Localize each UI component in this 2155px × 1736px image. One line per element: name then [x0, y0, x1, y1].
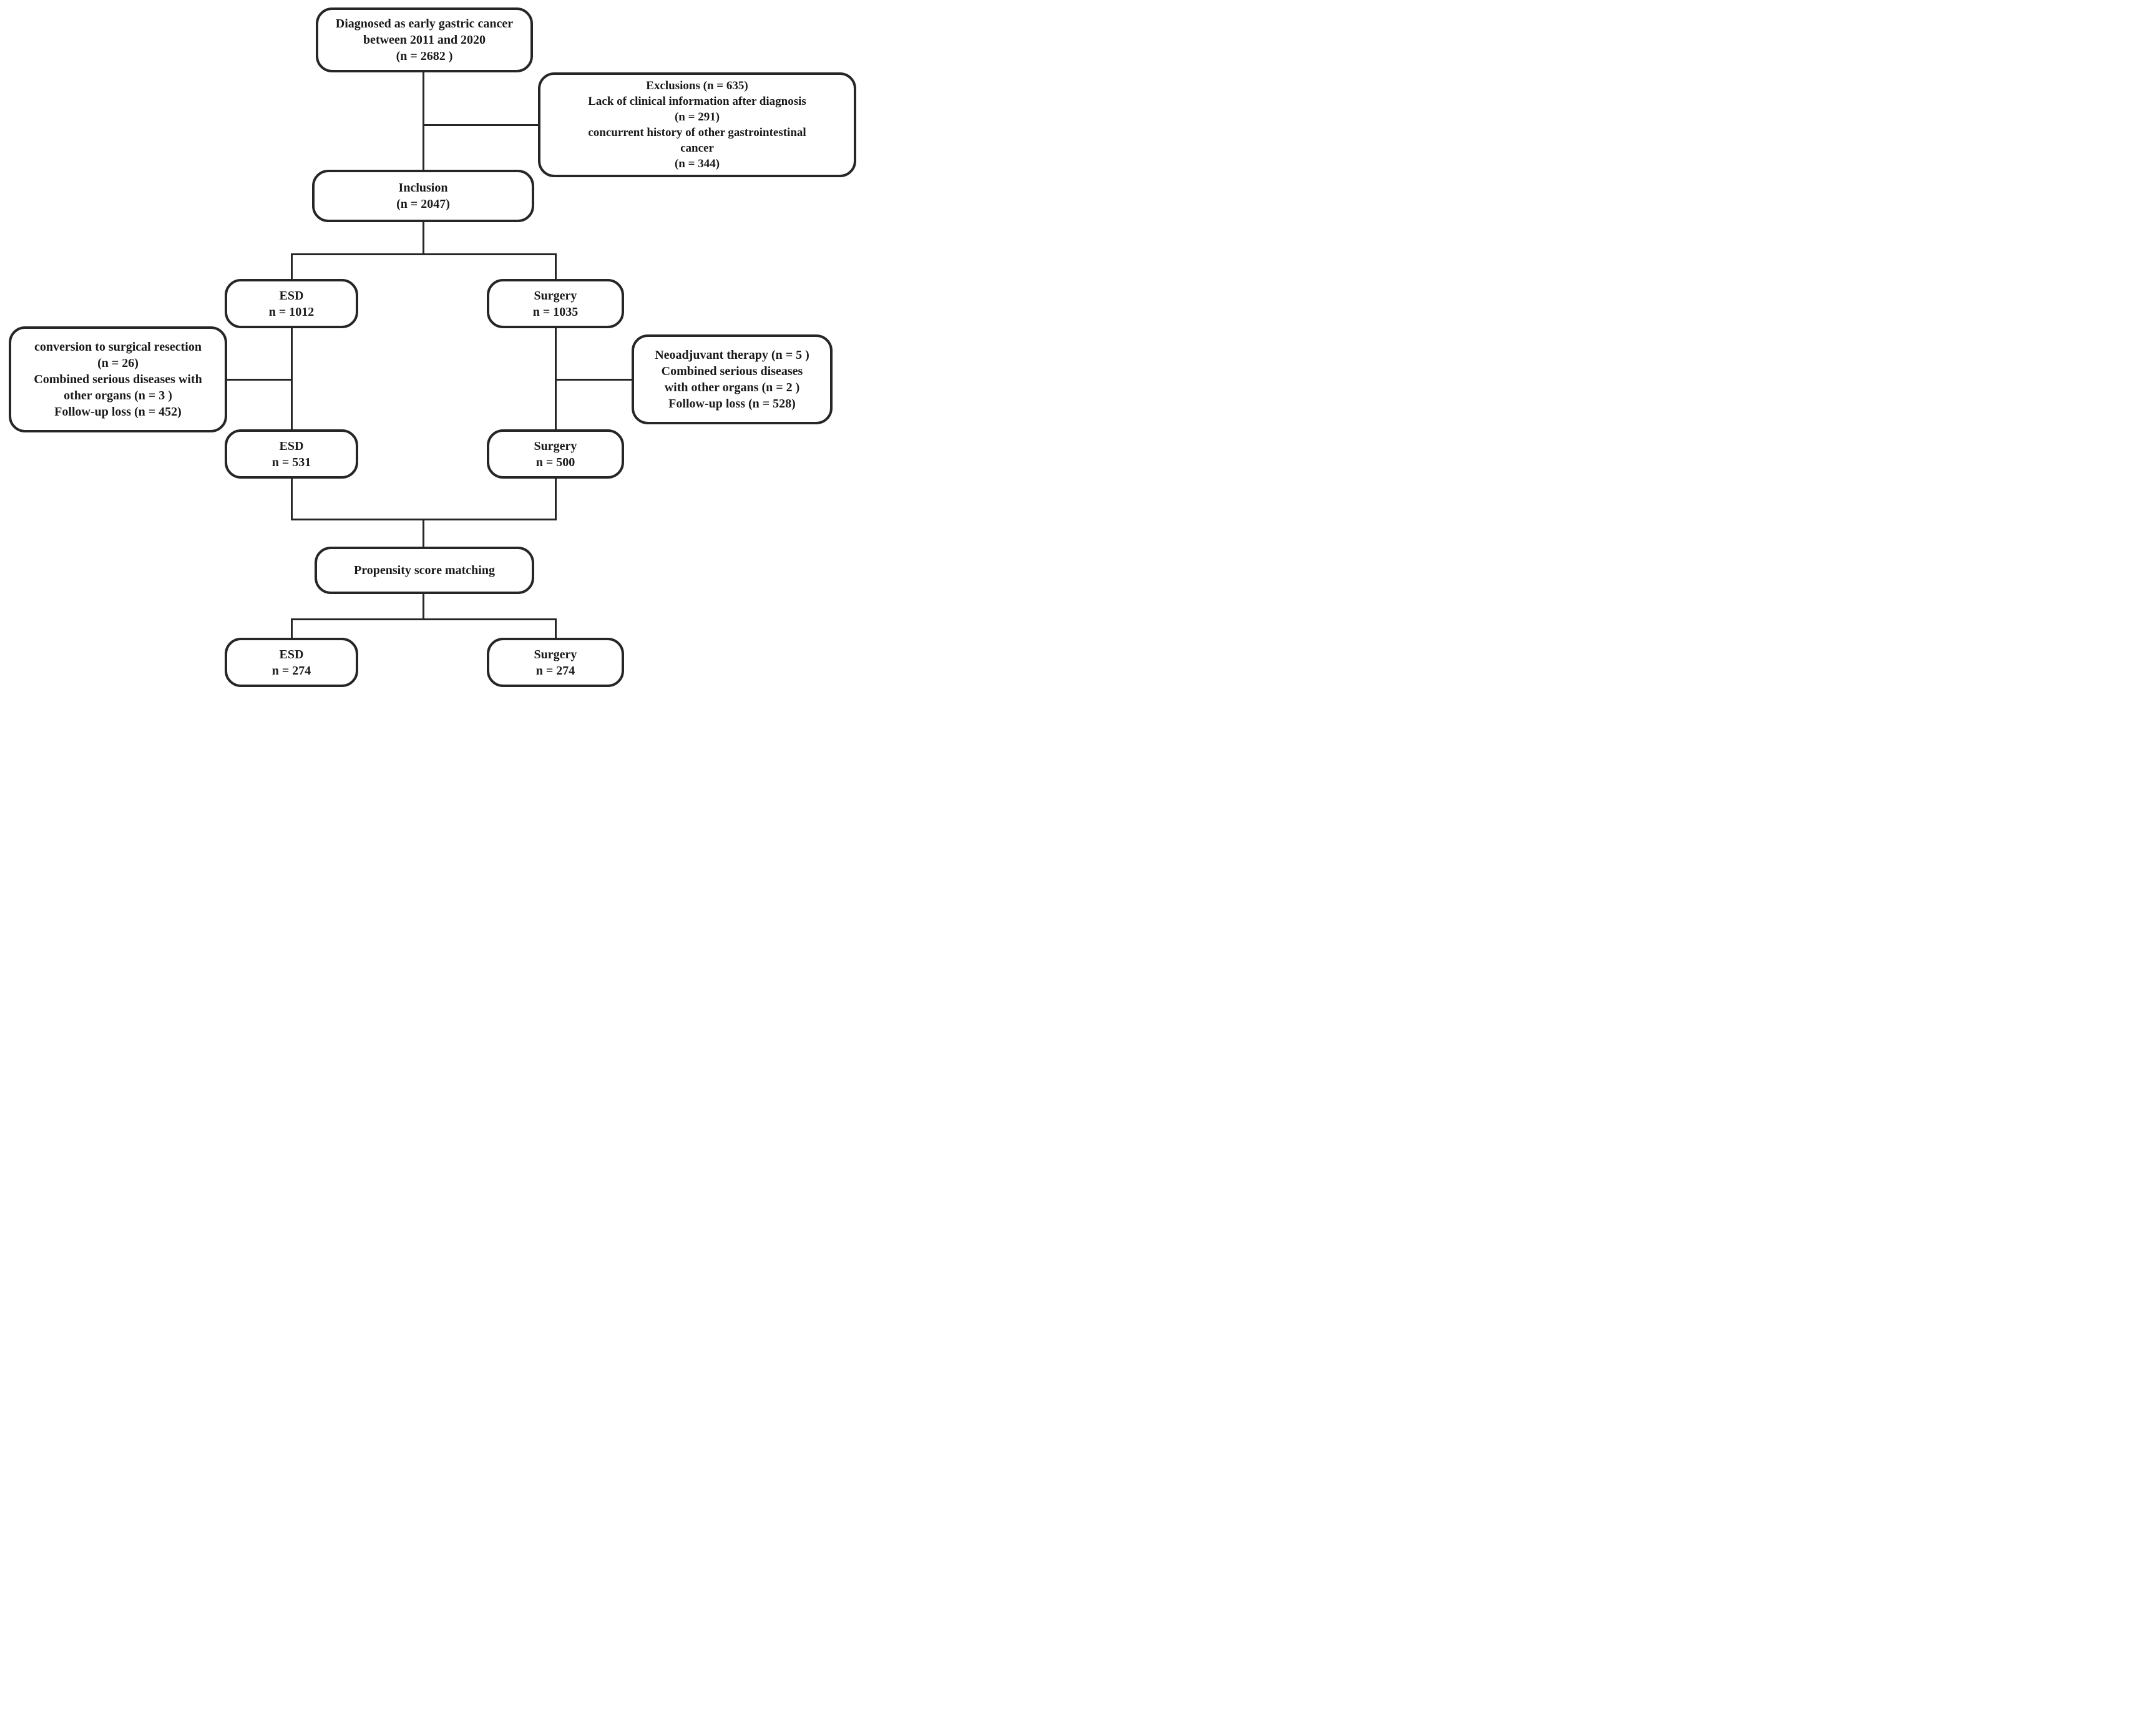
node-surgery-initial-line-1: Surgery: [534, 288, 577, 303]
node-surgery-exclusions-line-1: Neoadjuvant therapy (n = 5 ): [655, 348, 809, 362]
connector-diagnosed-to-inclusion: [422, 70, 424, 172]
connector-split-bottom-bar: [290, 618, 557, 620]
connector-exclusions-branch: [423, 124, 539, 126]
node-exclusions-line-4: concurrent history of other gastrointest…: [588, 126, 806, 139]
node-esd-matched: ESD n = 274: [225, 638, 358, 687]
connector-surgery-matched-drop: [554, 618, 557, 640]
node-surgery-remaining-line-2: n = 500: [535, 455, 575, 469]
node-propensity-score-matching: Propensity score matching: [315, 547, 534, 594]
node-surgery-initial: Surgery n = 1035: [487, 279, 624, 328]
node-esd-initial-line-1: ESD: [279, 288, 304, 303]
connector-esd-drop: [290, 253, 293, 281]
connector-surgery-drop: [554, 253, 557, 281]
connector-surgery-exclusion-branch: [554, 378, 633, 381]
node-esd-exclusions-line-5: Follow-up loss (n = 452): [54, 405, 182, 419]
node-surgery-matched-line-1: Surgery: [534, 647, 577, 661]
node-exclusions-line-1: Exclusions (n = 635): [646, 79, 748, 92]
connector-esd-matched-drop: [290, 618, 293, 640]
node-esd-exclusions-line-4: other organs (n = 3 ): [64, 389, 172, 402]
node-esd-remaining-line-2: n = 531: [271, 455, 311, 469]
node-inclusion-line-2: (n = 2047): [396, 197, 450, 211]
connector-psm-stem-bottom: [422, 593, 424, 620]
node-diagnosed-line-1: Diagnosed as early gastric cancer: [335, 17, 514, 31]
node-inclusion-line-1: Inclusion: [398, 181, 448, 195]
node-esd-initial-line-2: n = 1012: [268, 305, 315, 319]
node-esd-exclusions-line-2: (n = 26): [97, 356, 139, 370]
node-esd-matched-line-1: ESD: [279, 647, 304, 661]
connector-esd-exclusion-branch: [226, 378, 292, 381]
node-exclusions: Exclusions (n = 635) Lack of clinical in…: [538, 72, 856, 177]
node-propensity-line-1: Propensity score matching: [354, 563, 495, 577]
node-esd-matched-line-2: n = 274: [271, 663, 311, 678]
node-esd-remaining-line-1: ESD: [279, 439, 304, 453]
node-exclusions-line-6: (n = 344): [674, 157, 720, 171]
connector-split-top-bar: [290, 253, 557, 255]
connector-surgery-merge-drop: [554, 477, 557, 520]
node-diagnosed: Diagnosed as early gastric cancer betwee…: [316, 7, 533, 72]
connector-psm-stem-top: [422, 519, 424, 549]
node-diagnosed-line-2: between 2011 and 2020: [363, 33, 486, 47]
node-inclusion: Inclusion (n = 2047): [312, 170, 534, 222]
node-esd-exclusions: conversion to surgical resection (n = 26…: [9, 326, 227, 432]
node-surgery-matched: Surgery n = 274: [487, 638, 624, 687]
node-esd-exclusions-line-3: Combined serious diseases with: [34, 373, 202, 386]
connector-esd-merge-drop: [290, 477, 293, 520]
node-esd-initial: ESD n = 1012: [225, 279, 358, 328]
node-exclusions-line-3: (n = 291): [674, 110, 720, 124]
node-surgery-exclusions-line-4: Follow-up loss (n = 528): [668, 397, 796, 411]
node-diagnosed-line-3: (n = 2682 ): [396, 49, 453, 63]
node-surgery-exclusions: Neoadjuvant therapy (n = 5 ) Combined se…: [632, 334, 833, 424]
node-surgery-exclusions-line-3: with other organs (n = 2 ): [664, 381, 800, 394]
node-esd-remaining: ESD n = 531: [225, 429, 358, 479]
node-surgery-initial-line-2: n = 1035: [532, 305, 579, 319]
connector-inclusion-stem: [422, 220, 424, 255]
node-surgery-remaining: Surgery n = 500: [487, 429, 624, 479]
node-esd-exclusions-line-1: conversion to surgical resection: [34, 340, 202, 354]
node-surgery-remaining-line-1: Surgery: [534, 439, 577, 453]
node-surgery-matched-line-2: n = 274: [535, 663, 575, 678]
node-surgery-exclusions-line-2: Combined serious diseases: [661, 364, 803, 378]
node-exclusions-line-5: cancer: [680, 142, 714, 155]
node-exclusions-line-2: Lack of clinical information after diagn…: [588, 94, 806, 108]
flow-diagram: Diagnosed as early gastric cancer betwee…: [0, 0, 862, 695]
